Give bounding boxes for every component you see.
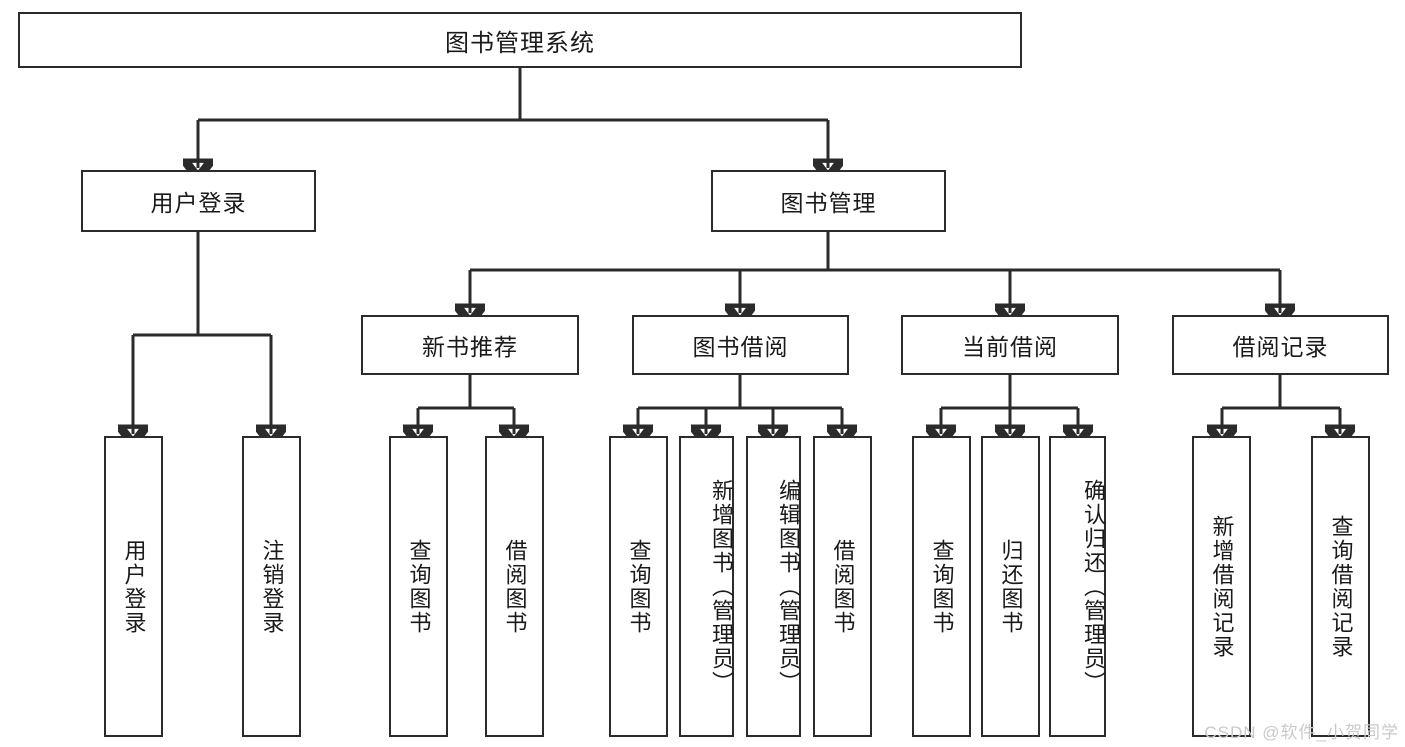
node-current-borrow[interactable]: 当前借阅 <box>901 315 1119 375</box>
leaf-query-borrow-record[interactable]: 查询借阅记录 <box>1311 436 1370 737</box>
node-book-management-system[interactable]: 图书管理系统 <box>18 12 1022 68</box>
leaf-borrow-book-recommend[interactable]: 借阅图书 <box>485 436 544 737</box>
leaf-return-book[interactable]: 归还图书 <box>981 436 1040 737</box>
leaf-add-book-admin[interactable]: 新增图书（管理员） <box>679 436 734 737</box>
leaf-user-login[interactable]: 用户登录 <box>104 436 163 737</box>
leaf-query-book-recommend[interactable]: 查询图书 <box>389 436 448 737</box>
leaf-edit-book-admin[interactable]: 编辑图书（管理员） <box>746 436 801 737</box>
leaf-query-book-borrow[interactable]: 查询图书 <box>609 436 668 737</box>
leaf-add-borrow-record[interactable]: 新增借阅记录 <box>1192 436 1251 737</box>
leaf-borrow-book[interactable]: 借阅图书 <box>813 436 872 737</box>
node-book-borrow[interactable]: 图书借阅 <box>632 315 849 375</box>
node-borrow-record[interactable]: 借阅记录 <box>1172 315 1389 375</box>
leaf-logout[interactable]: 注销登录 <box>242 436 301 737</box>
node-user-login[interactable]: 用户登录 <box>81 170 316 232</box>
watermark: CSDN @软件_小贺同学 <box>1204 723 1399 742</box>
node-new-book-recommend[interactable]: 新书推荐 <box>361 315 579 375</box>
leaf-query-book-current[interactable]: 查询图书 <box>912 436 971 737</box>
leaf-confirm-return-admin[interactable]: 确认归还（管理员） <box>1049 436 1106 737</box>
node-book-management[interactable]: 图书管理 <box>711 170 946 232</box>
